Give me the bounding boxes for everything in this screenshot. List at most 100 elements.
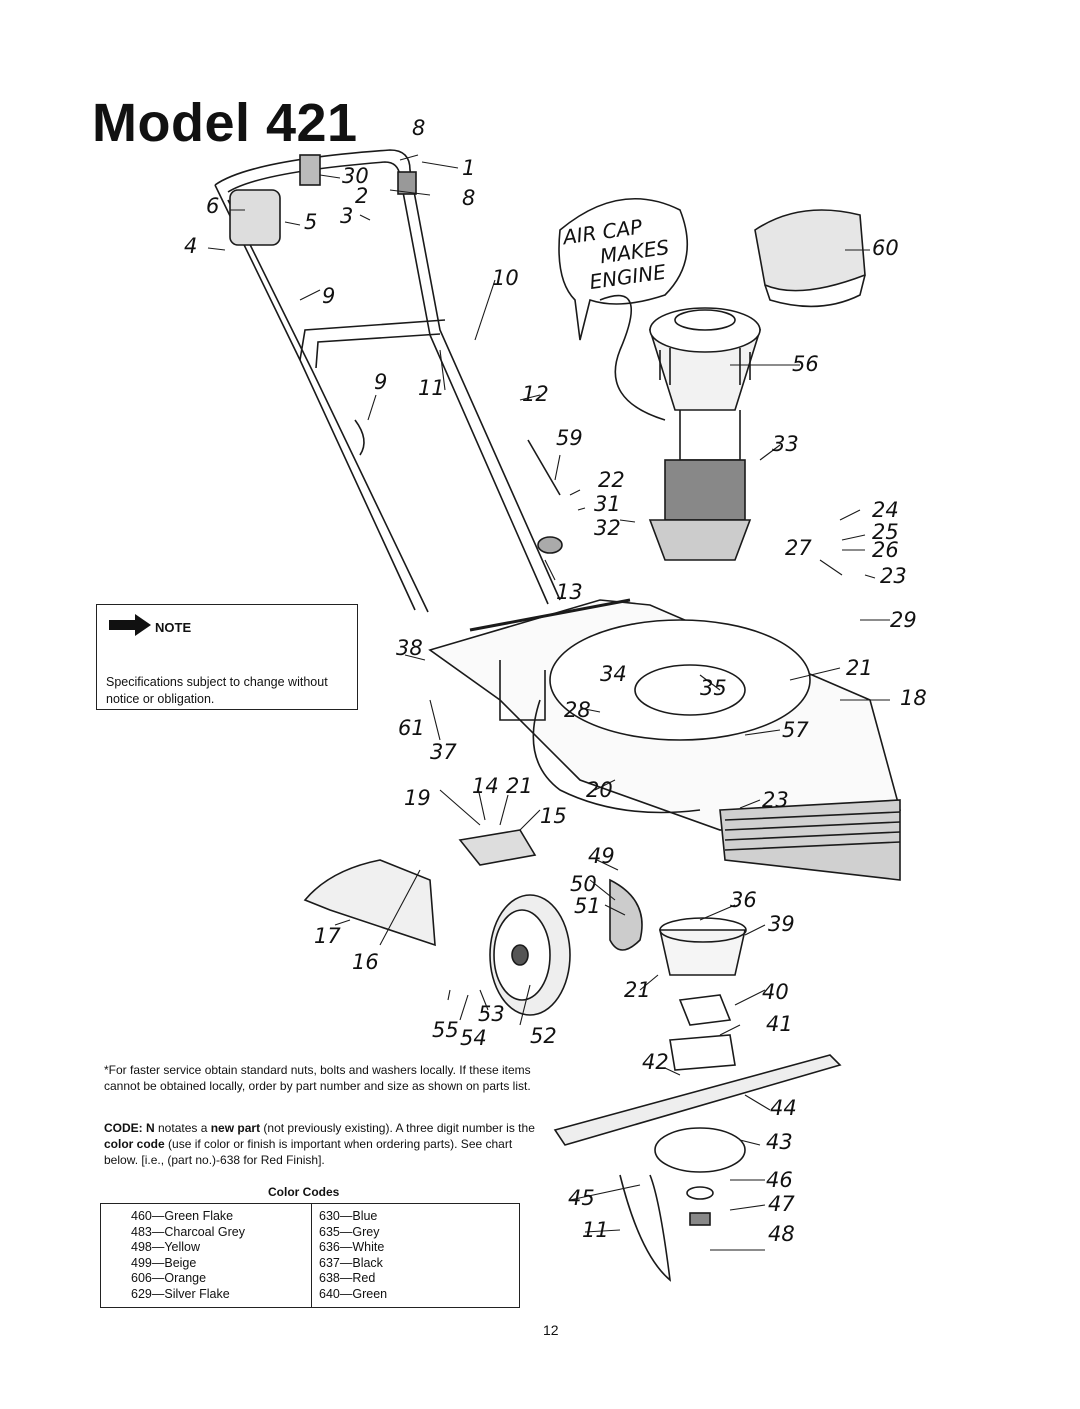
- callout-23-lower: 23: [762, 788, 789, 812]
- callout-8-top: 8: [412, 116, 426, 140]
- callout-23-upper: 23: [880, 564, 907, 588]
- callout-43: 43: [766, 1130, 793, 1154]
- callout-9-upper: 9: [322, 284, 336, 308]
- callout-22: 22: [598, 468, 625, 492]
- color-codes-left-column: 460—Green Flake 483—Charcoal Grey 498—Ye…: [131, 1209, 245, 1302]
- callout-17: 17: [314, 924, 341, 948]
- callout-4: 4: [184, 234, 198, 258]
- callout-57: 57: [782, 718, 809, 742]
- callout-3: 3: [340, 204, 354, 228]
- callout-6: 6: [206, 194, 220, 218]
- callout-51: 51: [574, 894, 601, 918]
- callout-49: 49: [588, 844, 615, 868]
- callout-47: 47: [768, 1192, 795, 1216]
- callout-15: 15: [540, 804, 567, 828]
- callout-48: 48: [768, 1222, 795, 1246]
- arrow-right-icon: [109, 614, 151, 636]
- callout-39: 39: [768, 912, 795, 936]
- color-codes-right-column: 630—Blue 635—Grey 636—White 637—Black 63…: [319, 1209, 387, 1302]
- callout-8: 8: [462, 186, 476, 210]
- mower-deck: [428, 598, 902, 881]
- callout-34: 34: [600, 662, 627, 686]
- table-divider: [311, 1204, 312, 1307]
- note-box: [96, 604, 358, 710]
- callout-60: 60: [872, 236, 899, 260]
- color-code-row: 638—Red: [319, 1271, 376, 1285]
- callout-21-lower: 21: [624, 978, 651, 1002]
- callout-59: 59: [556, 426, 583, 450]
- color-code-row: 636—White: [319, 1240, 385, 1254]
- callout-41: 41: [766, 1012, 793, 1036]
- callout-26: 26: [872, 538, 899, 562]
- callout-53: 53: [478, 1002, 505, 1026]
- callout-11-lower: 11: [582, 1218, 609, 1242]
- code-text: (not previously existing). A three digit…: [260, 1121, 535, 1135]
- callout-11-upper: 11: [418, 376, 445, 400]
- callout-2: 2: [355, 184, 369, 208]
- handwritten-bubble: [558, 198, 688, 341]
- callout-1: 1: [462, 156, 476, 180]
- note-text: Specifications subject to change without…: [106, 675, 328, 706]
- callout-19: 19: [404, 786, 431, 810]
- callout-27: 27: [785, 536, 812, 560]
- color-code-row: 640—Green: [319, 1286, 388, 1301]
- color-code-row: 460—Green Flake: [131, 1209, 234, 1223]
- code-new-part: new part: [210, 1121, 261, 1135]
- color-code-row: 637—Black: [319, 1255, 383, 1270]
- color-codes-table: 460—Green Flake 483—Charcoal Grey 498—Ye…: [100, 1203, 520, 1308]
- callout-46: 46: [766, 1168, 793, 1192]
- callout-37: 37: [430, 740, 457, 764]
- blade-assembly: [553, 917, 842, 1282]
- callout-29: 29: [890, 608, 917, 632]
- page-number: 12: [543, 1322, 559, 1338]
- leader-lines: [207, 154, 890, 1251]
- callout-56: 56: [792, 352, 819, 376]
- callout-16: 16: [352, 950, 379, 974]
- page-title: Model 421: [92, 93, 358, 153]
- callout-35: 35: [700, 676, 727, 700]
- callout-33: 33: [772, 432, 799, 456]
- callout-18: 18: [900, 686, 927, 710]
- callout-54: 54: [460, 1026, 487, 1050]
- code-note: CODE: N notates a new part (not previous…: [104, 1120, 536, 1168]
- code-text: notates a: [154, 1121, 211, 1135]
- callout-36: 36: [730, 888, 757, 912]
- callout-61: 61: [398, 716, 425, 740]
- callout-32: 32: [594, 516, 621, 540]
- callout-25: 25: [872, 520, 899, 544]
- callout-31: 31: [594, 492, 621, 516]
- callout-38: 38: [396, 636, 423, 660]
- callout-44: 44: [770, 1096, 797, 1120]
- air-cap: [754, 209, 866, 308]
- callout-20: 20: [586, 778, 613, 802]
- color-codes-title: Color Codes: [268, 1185, 340, 1199]
- color-code-row: 483—Charcoal Grey: [131, 1224, 245, 1239]
- callout-5: 5: [304, 210, 318, 234]
- color-code-row: 635—Grey: [319, 1224, 380, 1239]
- handle-assembly: [214, 149, 563, 613]
- callout-55: 55: [432, 1018, 459, 1042]
- rear-shield: [303, 859, 436, 947]
- color-code-row: 629—Silver Flake: [131, 1286, 230, 1301]
- fastener-note: *For faster service obtain standard nuts…: [104, 1063, 531, 1093]
- callout-12: 12: [522, 382, 549, 406]
- engine-assembly: [599, 294, 762, 561]
- color-code-row: 499—Beige: [131, 1255, 197, 1270]
- callout-42: 42: [642, 1050, 669, 1074]
- color-code-row: 630—Blue: [319, 1209, 378, 1223]
- callout-40: 40: [762, 980, 789, 1004]
- code-color-code: color code: [104, 1137, 165, 1151]
- wheel: [489, 894, 571, 1016]
- callout-10: 10: [492, 266, 519, 290]
- callout-50: 50: [570, 872, 597, 896]
- callout-24: 24: [872, 498, 899, 522]
- callout-52: 52: [530, 1024, 557, 1048]
- callout-13: 13: [556, 580, 583, 604]
- callout-14: 14: [472, 774, 499, 798]
- color-code-row: 606—Orange: [131, 1271, 207, 1285]
- code-prefix: CODE: N: [104, 1121, 155, 1135]
- callout-28: 28: [564, 698, 591, 722]
- callout-9: 9: [374, 370, 388, 394]
- callout-21-hinge: 21: [506, 774, 533, 798]
